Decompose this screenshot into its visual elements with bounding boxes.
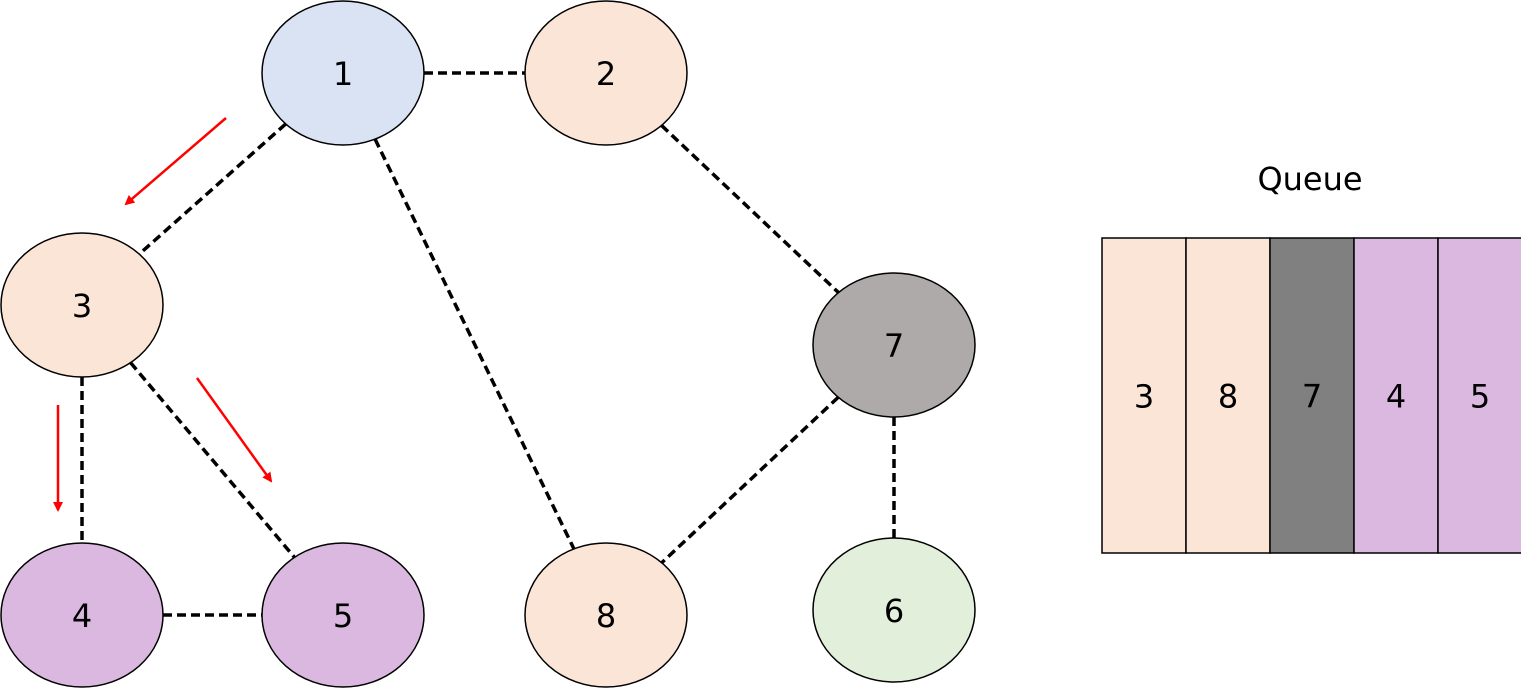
node-label: 3	[72, 287, 92, 325]
node-4: 4	[0, 542, 164, 688]
queue-item: 8	[1185, 237, 1271, 554]
queue-item: 5	[1437, 237, 1521, 554]
queue-cell	[1185, 237, 1271, 554]
node-circle	[812, 537, 976, 683]
queue-cell	[1353, 237, 1439, 554]
node-circle	[0, 542, 164, 688]
node-circle	[0, 232, 164, 378]
node-8: 8	[524, 542, 688, 688]
queue-item-label: 4	[1386, 378, 1406, 416]
edges-layer	[80, 71, 896, 617]
edge-2-7	[660, 124, 840, 294]
node-label: 6	[884, 592, 904, 630]
queue-item-label: 3	[1134, 378, 1154, 416]
edge-1-3	[138, 122, 287, 256]
nodes-layer: 1 2 3 4 5 6 7 8	[0, 0, 976, 688]
traversal-arrow-1-3	[124, 117, 227, 206]
edge-7-8	[660, 395, 840, 565]
traversal-arrow-3-5	[195, 377, 273, 483]
queue-item: 3	[1101, 237, 1187, 554]
node-label: 1	[333, 55, 353, 93]
queue-cells: 3 8 7 4 5	[1101, 237, 1521, 554]
queue-item: 4	[1353, 237, 1439, 554]
queue-item-label: 5	[1470, 378, 1490, 416]
queue-item-label: 7	[1302, 378, 1322, 416]
node-label: 2	[596, 55, 616, 93]
node-label: 7	[884, 327, 904, 365]
traversal-arrows-layer	[53, 117, 273, 512]
node-5: 5	[261, 542, 425, 688]
node-label: 8	[596, 597, 616, 635]
node-label: 4	[72, 597, 92, 635]
edge-3-5	[129, 361, 296, 559]
node-circle	[261, 0, 425, 146]
queue-item-label: 8	[1218, 378, 1238, 416]
node-circle	[812, 272, 976, 418]
node-7: 7	[812, 272, 976, 418]
queue: Queue 3 8 7 4 5	[1101, 160, 1521, 554]
edge-1-8	[373, 138, 576, 550]
node-2: 2	[524, 0, 688, 146]
queue-cell	[1101, 237, 1187, 554]
queue-title: Queue	[1257, 160, 1362, 198]
queue-cell	[1269, 237, 1355, 554]
node-3: 3	[0, 232, 164, 378]
node-circle	[524, 0, 688, 146]
node-label: 5	[333, 597, 353, 635]
node-circle	[524, 542, 688, 688]
queue-item: 7	[1269, 237, 1355, 554]
node-1: 1	[261, 0, 425, 146]
queue-cell	[1437, 237, 1521, 554]
node-circle	[261, 542, 425, 688]
node-6: 6	[812, 537, 976, 683]
